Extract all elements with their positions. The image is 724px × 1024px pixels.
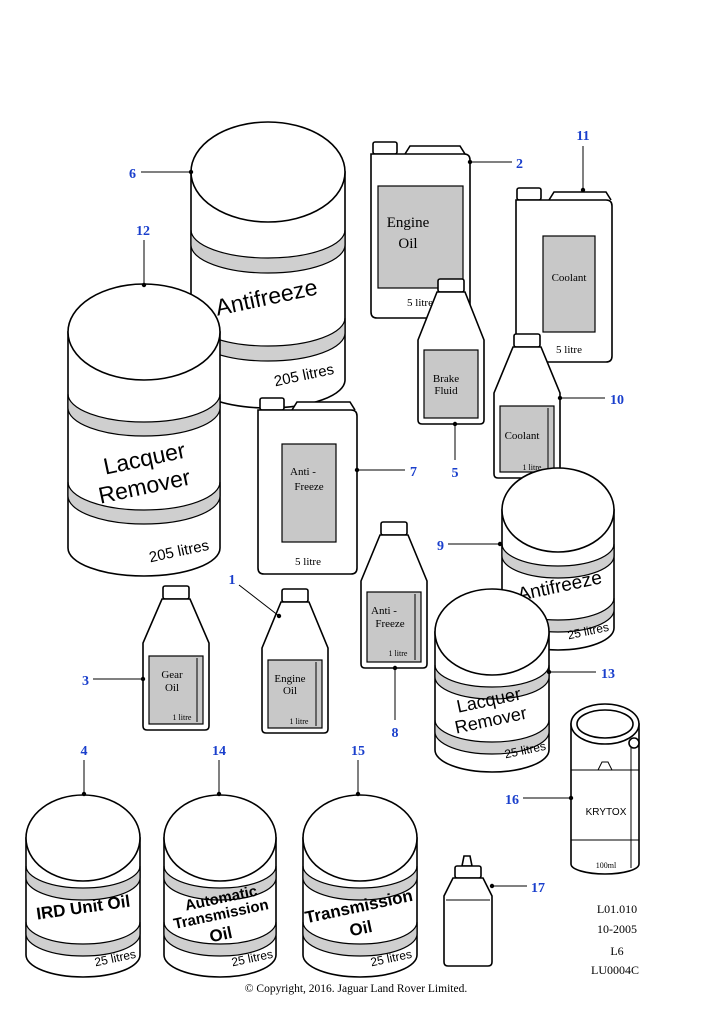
can-label-line1: Engine bbox=[387, 215, 430, 231]
aerosol-label: KRYTOX bbox=[586, 807, 627, 818]
drum-antifreeze-205l[interactable]: Antifreeze 205 litres bbox=[190, 121, 346, 409]
can-volume: 5 litre bbox=[556, 344, 582, 356]
bottle-label: Coolant bbox=[505, 430, 540, 442]
can-volume: 5 litre bbox=[295, 556, 321, 568]
can-volume: 5 litre bbox=[407, 297, 433, 309]
callout-8[interactable]: 8 bbox=[392, 726, 399, 741]
drum-lacquer-remover-25l[interactable]: Lacquer Remover 25 litres bbox=[434, 588, 550, 773]
bottle-coolant-1l[interactable]: Coolant 1 litre bbox=[493, 333, 561, 479]
callout-9[interactable]: 9 bbox=[437, 539, 444, 554]
can-label: Coolant bbox=[552, 272, 587, 284]
can-label-line2: Oil bbox=[398, 236, 417, 252]
bottle-label-line1: Gear bbox=[161, 669, 183, 681]
bottle-brake-fluid[interactable]: Brake Fluid bbox=[417, 278, 485, 425]
callout-11[interactable]: 11 bbox=[576, 129, 589, 144]
bottle-label-line2: Oil bbox=[283, 685, 297, 697]
reference-line2: 10-2005 bbox=[597, 922, 637, 936]
bottle-anti-freeze-1l[interactable]: Anti - Freeze 1 litre bbox=[360, 521, 428, 669]
callout-16[interactable]: 16 bbox=[505, 793, 519, 808]
callout-13[interactable]: 13 bbox=[601, 667, 615, 682]
bottle-volume: 1 litre bbox=[523, 463, 542, 472]
callout-14[interactable]: 14 bbox=[212, 744, 226, 759]
drum-ird-unit-oil-25l[interactable]: IRD Unit Oil 25 litres bbox=[25, 794, 141, 978]
reference-line1: L01.010 bbox=[597, 902, 637, 916]
bottle-label-line2: Oil bbox=[165, 682, 179, 694]
bottle-label-line2: Fluid bbox=[434, 385, 458, 397]
drum-label-line2: Oil bbox=[348, 917, 374, 940]
copyright-notice: © Copyright, 2016. Jaguar Land Rover Lim… bbox=[245, 983, 468, 995]
callout-3[interactable]: 3 bbox=[82, 674, 89, 689]
drum-transmission-oil-25l[interactable]: Transmission Oil 25 litres bbox=[302, 794, 418, 978]
reference-block: L01.010 10-2005 L6 LU0004C bbox=[591, 902, 639, 977]
bottle-label-line1: Anti - bbox=[371, 605, 397, 617]
can-anti-freeze-5l[interactable]: Anti - Freeze 5 litre bbox=[257, 397, 358, 575]
bottle-volume: 1 litre bbox=[290, 717, 309, 726]
bottle-label-line1: Engine bbox=[274, 673, 305, 685]
drum-lacquer-remover-205l[interactable]: Lacquer Remover 205 litres bbox=[67, 283, 221, 577]
drum-label-line3: Oil bbox=[208, 923, 234, 946]
bottle-volume: 1 litre bbox=[389, 649, 408, 658]
callout-1[interactable]: 1 bbox=[229, 573, 236, 588]
callout-10[interactable]: 10 bbox=[610, 393, 624, 408]
bottle-volume: 1 litre bbox=[173, 713, 192, 722]
bottle-gear-oil-1l[interactable]: Gear Oil 1 litre bbox=[142, 585, 210, 731]
can-coolant-5l[interactable]: Coolant 5 litre bbox=[515, 187, 613, 363]
can-label-line2: Freeze bbox=[294, 481, 323, 493]
drum-automatic-transmission-oil-25l[interactable]: Automatic Transmission Oil 25 litres bbox=[163, 794, 277, 978]
callout-6[interactable]: 6 bbox=[129, 167, 136, 182]
aerosol-krytox[interactable]: KRYTOX 100ml bbox=[570, 703, 640, 875]
reference-line3: L6 bbox=[610, 944, 623, 958]
callout-4[interactable]: 4 bbox=[81, 744, 88, 759]
bottle-label-line2: Freeze bbox=[375, 618, 404, 630]
dropper-bottle[interactable] bbox=[443, 855, 493, 967]
can-label-line1: Anti - bbox=[290, 466, 316, 478]
callout-2[interactable]: 2 bbox=[516, 157, 523, 172]
callout-17[interactable]: 17 bbox=[531, 881, 545, 896]
callout-7[interactable]: 7 bbox=[410, 465, 417, 480]
callout-5[interactable]: 5 bbox=[452, 466, 459, 481]
reference-line4: LU0004C bbox=[591, 963, 639, 977]
bottle-engine-oil-1l[interactable]: Engine Oil 1 litre bbox=[261, 588, 329, 734]
bottle-label-line1: Brake bbox=[433, 373, 459, 385]
callout-12[interactable]: 12 bbox=[136, 224, 150, 239]
aerosol-volume: 100ml bbox=[596, 861, 617, 870]
callouts: 6 2 11 12 10 5 7 9 1 13 3 8 4 bbox=[81, 129, 625, 896]
callout-15[interactable]: 15 bbox=[351, 744, 365, 759]
